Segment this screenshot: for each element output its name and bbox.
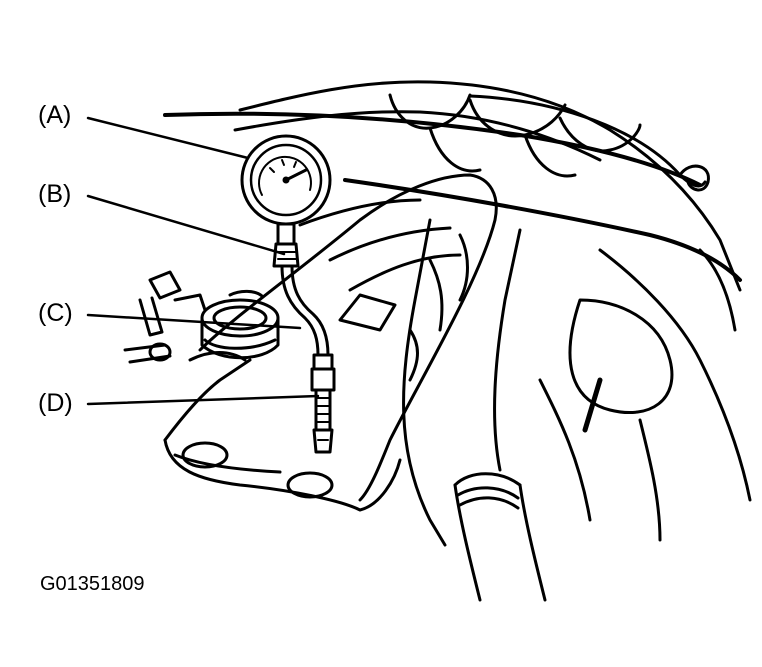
leader-line-b: [86, 194, 286, 256]
compression-gauge: [240, 134, 332, 226]
leader-line-a: [86, 116, 250, 160]
plug-adapter: [310, 353, 336, 454]
callout-label-a: (A): [38, 101, 72, 129]
leader-line-c: [86, 313, 302, 330]
callout-label-d: (D): [38, 389, 73, 417]
gauge-adapter: [272, 222, 300, 268]
sensor-connector: [123, 270, 207, 364]
leader-lines: [86, 116, 320, 406]
valve-cover: [163, 173, 498, 512]
figure-id: G01351809: [40, 573, 145, 595]
engine-body: [163, 80, 752, 602]
callout-label-c: (C): [38, 299, 73, 327]
leader-line-d: [86, 394, 320, 406]
gauge-hose: [280, 264, 330, 357]
oil-filler-cap: [200, 289, 280, 360]
callout-label-b: (B): [38, 180, 72, 208]
